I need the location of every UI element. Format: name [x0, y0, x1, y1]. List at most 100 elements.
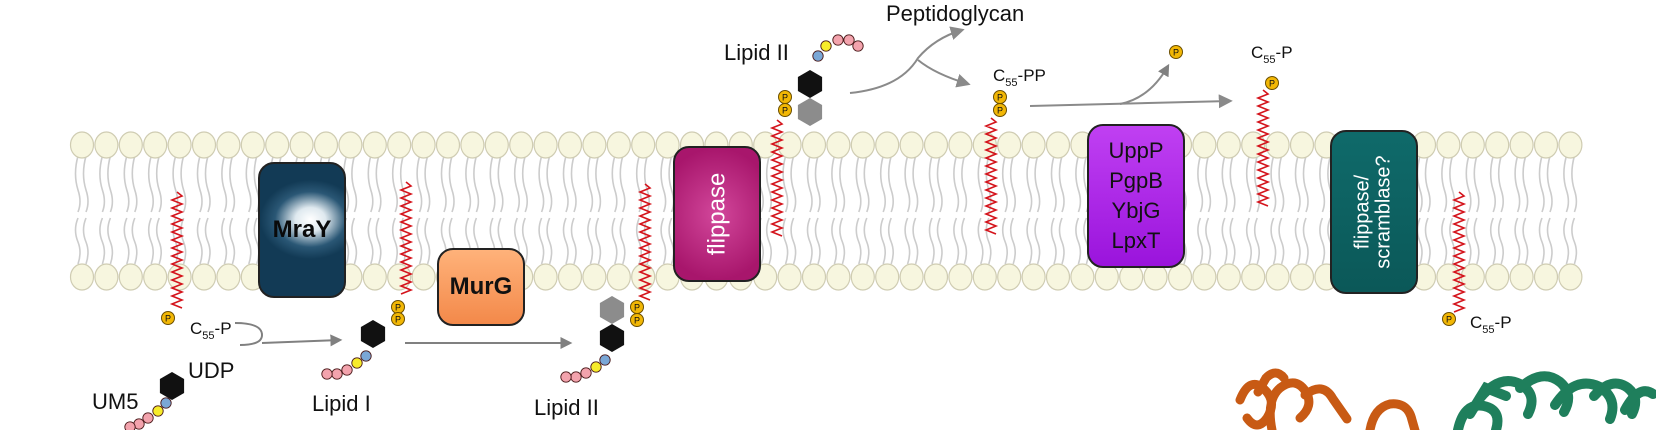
lipid-tail — [806, 217, 813, 265]
lipid-tail — [814, 155, 821, 213]
lipid-tail — [595, 217, 602, 265]
lipid-tail — [1197, 217, 1204, 265]
lipid-tail — [1571, 217, 1578, 265]
lipid-head — [69, 263, 95, 291]
phosphate-circle — [1442, 312, 1456, 326]
lipid-head — [1289, 263, 1315, 291]
lipid-tail — [1546, 155, 1553, 213]
lipid-tail — [953, 217, 960, 265]
lipid-tail — [595, 155, 602, 213]
lipid-tail — [123, 155, 130, 213]
lipid-ii-top-label: Lipid II — [724, 40, 789, 65]
sugar-groups — [159, 70, 823, 400]
protein-structure-green — [1453, 371, 1656, 430]
lipid-tail — [180, 155, 187, 213]
arrow-c55pp-to-c55p — [1029, 94, 1233, 109]
enzyme-ybjg: YbjG — [1111, 198, 1161, 223]
lipid-tail — [180, 217, 187, 265]
lipid-tail — [912, 155, 919, 213]
lipid-head — [606, 131, 631, 159]
lipid-tail — [904, 217, 911, 265]
amino-acid-bead — [360, 350, 372, 362]
lipid-tail — [424, 155, 431, 213]
lipid-head — [655, 131, 680, 159]
lipid-tail — [245, 217, 252, 265]
isoprenoid-chain — [169, 191, 185, 309]
lipid-tail — [1034, 217, 1041, 265]
lipid-head — [899, 263, 924, 291]
lipid-head — [265, 131, 290, 159]
lipid-tail — [155, 217, 162, 265]
lipid-tail — [879, 155, 886, 213]
phosphate-letter: P — [997, 106, 1003, 116]
c55p-top-label: C55-P — [1251, 43, 1293, 66]
lipid-tail — [855, 155, 862, 213]
lipid-tail — [1497, 217, 1504, 265]
phosphate-circle — [391, 312, 405, 326]
lipid-tail — [1001, 155, 1008, 213]
lipid-tail — [611, 155, 618, 213]
lipid-tail — [513, 155, 520, 213]
lipid-head — [753, 131, 778, 159]
lipid-head — [875, 131, 900, 159]
lipid-head — [1167, 263, 1193, 291]
amino-acid-bead — [321, 368, 333, 380]
amino-acid-bead — [812, 50, 824, 62]
lipid-tail — [831, 217, 838, 265]
lipid-head — [557, 131, 583, 159]
lipid-tail — [1302, 155, 1309, 213]
murnac-hexagon — [159, 372, 185, 400]
phosphate-circle — [1169, 45, 1183, 59]
amino-acid-bead — [351, 357, 363, 369]
lipid-tail — [961, 217, 968, 265]
lipid-head — [606, 263, 631, 291]
lipid-head — [582, 263, 607, 291]
amino-acid-bead — [341, 364, 353, 376]
lipid-head — [387, 263, 412, 291]
lipid-tail — [74, 155, 81, 213]
lipid-tail — [985, 217, 992, 265]
lipid-head — [631, 131, 656, 159]
isoprenoid-chain — [398, 181, 414, 295]
lipid-tail — [790, 155, 797, 213]
lipid-tail — [147, 155, 154, 213]
lipid-tail — [936, 217, 943, 265]
lipid-tail — [1319, 217, 1326, 265]
isoprenoid-chain — [637, 183, 653, 301]
lipid-head — [143, 263, 168, 291]
lipid-tail — [221, 155, 228, 213]
mray-enzyme: MraY — [258, 162, 346, 298]
lipid-head — [191, 263, 217, 291]
phosphate-letter: P — [1269, 79, 1275, 89]
lipid-tail — [887, 155, 894, 213]
lipid-tail — [1034, 155, 1041, 213]
lipid-tail — [473, 155, 480, 213]
lipid-head — [557, 263, 583, 291]
lipid-head — [460, 131, 485, 159]
lipid-tail — [1522, 217, 1529, 265]
lipid-tail — [562, 155, 569, 213]
lipid-tail — [1026, 155, 1033, 213]
lipid-head — [1509, 263, 1534, 291]
lipid-tail — [1197, 155, 1204, 213]
lipid-tail — [1563, 155, 1570, 213]
lipid-tail — [1546, 217, 1553, 265]
lipid-tail — [1229, 217, 1236, 265]
lipid-tail — [660, 217, 667, 265]
lipid-tail — [546, 217, 553, 265]
phosphate-letter: P — [997, 93, 1003, 103]
phosphate-letter: P — [1446, 315, 1452, 325]
lipid-head — [216, 131, 241, 159]
lipid-tail — [1253, 155, 1260, 213]
amino-acid-bead — [832, 34, 844, 46]
lipid-tail — [391, 217, 398, 265]
lipid-tail — [660, 155, 667, 213]
enzyme-pgpb: PgpB — [1109, 168, 1163, 193]
lipid-head — [1241, 263, 1266, 291]
lipid-head — [923, 263, 949, 291]
lipid-head — [484, 131, 509, 159]
lipid-tail — [1441, 217, 1448, 265]
phosphate-circle — [161, 311, 175, 325]
lipid-tail — [1205, 155, 1212, 213]
lipid-head — [1289, 131, 1315, 159]
